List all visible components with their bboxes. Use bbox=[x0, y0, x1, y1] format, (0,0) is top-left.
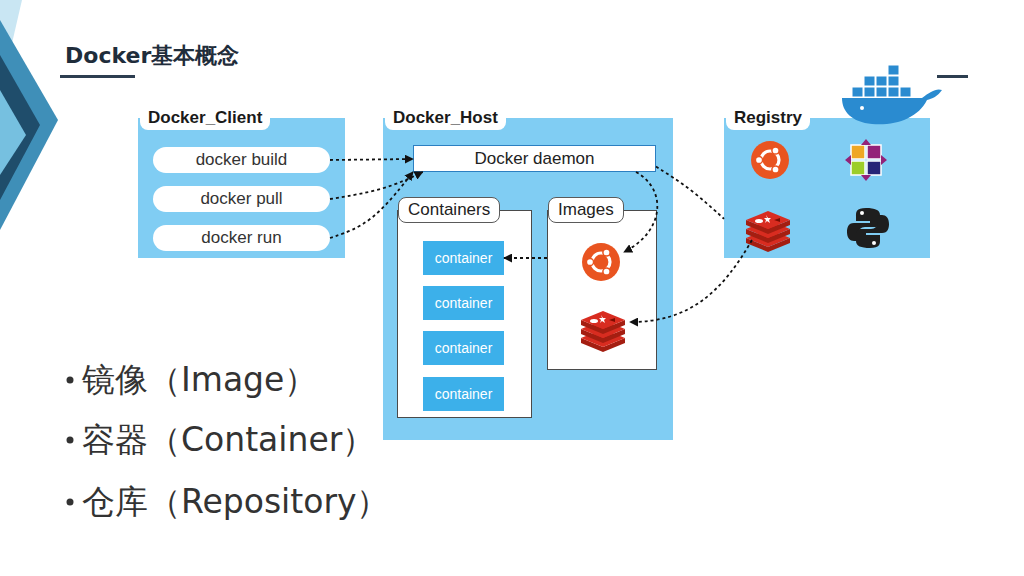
group-panel: Docker_Clientdocker builddocker pulldock… bbox=[138, 118, 345, 258]
command-button: docker pull bbox=[153, 186, 330, 212]
decor-triangle bbox=[0, 90, 26, 175]
dashed-arrow bbox=[504, 257, 547, 259]
group-panel: Docker_HostDocker daemonContainerscontai… bbox=[383, 118, 673, 440]
download-arrow bbox=[630, 240, 752, 322]
node-label: container bbox=[435, 295, 493, 311]
decor-triangle bbox=[0, 55, 40, 200]
group-title: Containers bbox=[398, 197, 500, 223]
node-label: container bbox=[435, 386, 493, 402]
node-label: docker run bbox=[201, 228, 281, 248]
title-underline bbox=[60, 75, 135, 78]
group-title: Registry bbox=[726, 106, 810, 130]
dashed-arrow bbox=[330, 172, 413, 238]
bullet-text: 容器（Container） bbox=[82, 421, 375, 459]
decor-line bbox=[937, 75, 968, 78]
dashed-arrow bbox=[330, 172, 423, 199]
dashed-arrow bbox=[330, 159, 413, 160]
pull-arrow bbox=[624, 172, 657, 252]
dashed-arrow bbox=[656, 167, 724, 219]
centos-icon bbox=[845, 139, 887, 181]
docker-whale bbox=[842, 65, 942, 124]
node-label: docker build bbox=[196, 150, 288, 170]
ubuntu-image-icon bbox=[582, 243, 620, 281]
redis-icon bbox=[746, 211, 790, 252]
group-box: Images bbox=[547, 210, 657, 370]
node-label: Docker daemon bbox=[474, 149, 594, 169]
bullet-text: 仓库（Repository） bbox=[82, 483, 389, 521]
group-panel: Registry bbox=[724, 118, 930, 258]
bullet-dot bbox=[67, 377, 74, 384]
group-title: Docker_Client bbox=[140, 106, 270, 130]
decor-triangle bbox=[0, 0, 22, 95]
command-button: docker build bbox=[153, 147, 330, 173]
node-label: container bbox=[435, 250, 493, 266]
slide-title: Docker基本概念 bbox=[65, 42, 239, 70]
container-box: container bbox=[423, 331, 504, 365]
group-box: Containerscontainercontainercontainercon… bbox=[397, 210, 532, 418]
command-button: docker run bbox=[153, 225, 330, 251]
group-title: Images bbox=[548, 197, 624, 223]
redis-image-icon bbox=[581, 311, 625, 352]
container-box: container bbox=[423, 377, 504, 411]
node-label: container bbox=[435, 340, 493, 356]
bullet-dot bbox=[67, 499, 74, 506]
container-box: container bbox=[423, 241, 504, 275]
decor-triangle bbox=[0, 20, 58, 230]
daemon-box: Docker daemon bbox=[413, 145, 656, 172]
group-title: Docker_Host bbox=[385, 106, 506, 130]
container-box: container bbox=[423, 286, 504, 320]
ubuntu-icon bbox=[751, 141, 789, 179]
node-label: docker pull bbox=[200, 189, 282, 209]
bullet-dot bbox=[67, 437, 74, 444]
python-icon bbox=[847, 208, 889, 248]
bullet-text: 镜像（Image） bbox=[82, 361, 317, 399]
